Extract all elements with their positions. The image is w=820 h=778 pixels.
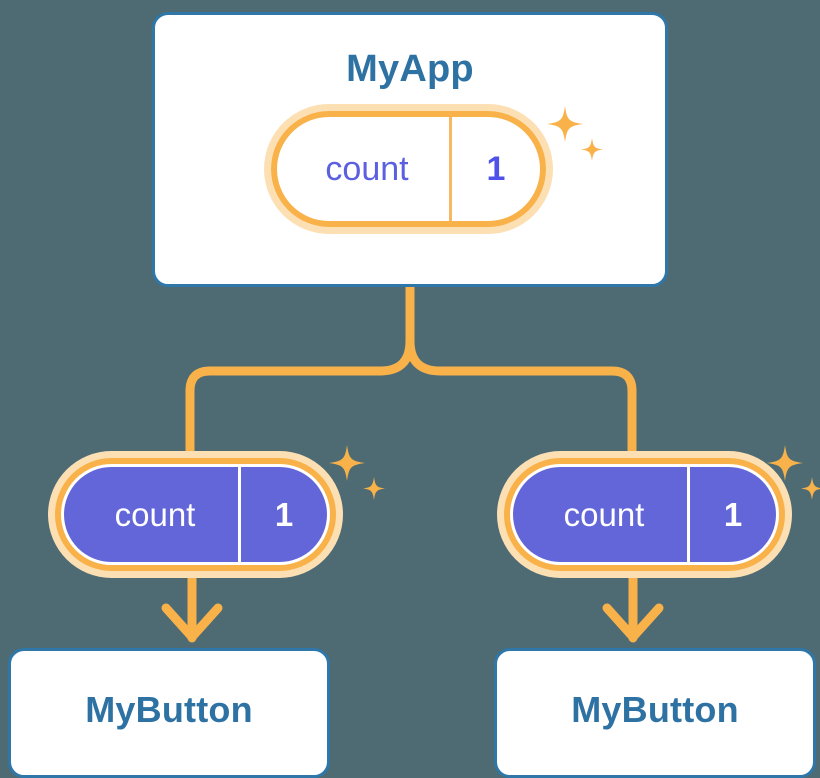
- state-pill-body: count 1: [55, 458, 336, 571]
- state-pill-inner: count 1: [64, 467, 327, 562]
- state-pill-inner: count 1: [513, 467, 776, 562]
- arrow-down-icon-left: [161, 567, 223, 643]
- state-pill-body: count 1: [271, 111, 546, 227]
- state-pill-value: 1: [274, 495, 294, 533]
- card-mybutton-right-title: MyButton: [571, 689, 739, 730]
- card-myapp-title: MyApp: [346, 48, 474, 90]
- arrow-down-icon-right: [602, 567, 664, 643]
- state-pill-name: count: [64, 467, 241, 562]
- connector-right-branch: [405, 282, 637, 471]
- card-mybutton-left[interactable]: MyButton: [8, 648, 330, 778]
- state-pill-button-right[interactable]: count 1: [504, 458, 785, 571]
- card-mybutton-left-title: MyButton: [85, 689, 253, 730]
- state-pill-button-left[interactable]: count 1: [55, 458, 336, 571]
- state-pill-name: count: [513, 467, 690, 562]
- state-pill-myapp[interactable]: count 1: [271, 111, 546, 227]
- connector-left-branch: [185, 282, 415, 471]
- card-mybutton-right[interactable]: MyButton: [494, 648, 816, 778]
- state-pill-value: 1: [723, 495, 743, 533]
- state-pill-name: count: [277, 117, 452, 221]
- state-pill-value: 1: [486, 149, 506, 188]
- state-pill-body: count 1: [504, 458, 785, 571]
